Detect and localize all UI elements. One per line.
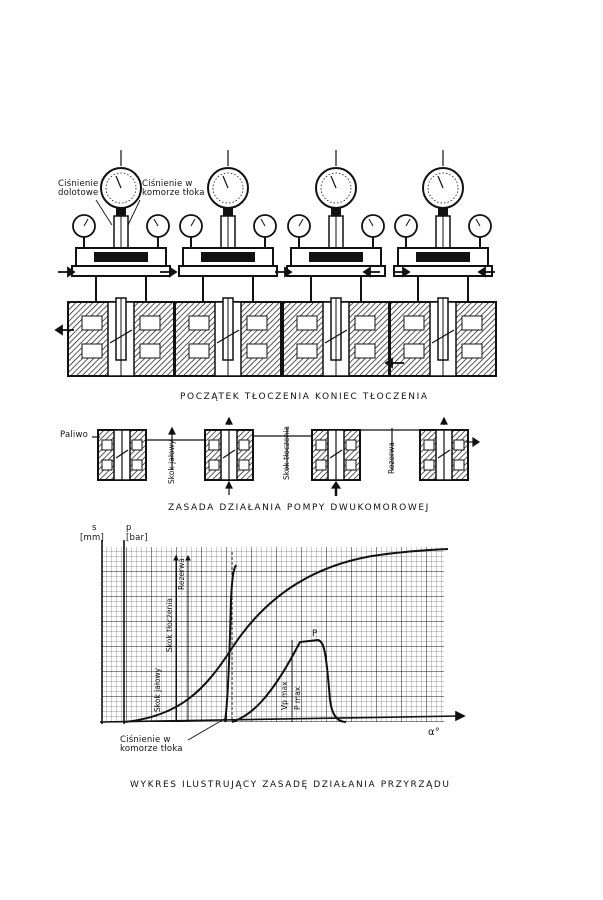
- pump-figure-4: [389, 149, 497, 377]
- chart-label-vp-max: Vp max: [280, 681, 289, 710]
- principle-cell-1: [97, 429, 147, 481]
- pressure-curve: [224, 564, 237, 723]
- label-reserve: Rezerwa: [387, 442, 396, 474]
- chart-axes: [99, 540, 466, 724]
- label-pump-stroke: Skok tłoczenia: [282, 426, 291, 480]
- principle-cell-2: [204, 429, 254, 481]
- chart-grid: [102, 547, 444, 722]
- chart-label-reserve: Rezerwa: [177, 558, 186, 590]
- principle-cell-4: [419, 429, 469, 481]
- flow-arrows-top: [54, 266, 495, 369]
- chart-label-peak: P: [312, 629, 318, 639]
- label-inlet-pressure: Ciśnienie dolotowe: [58, 179, 99, 198]
- y2-axis-unit: [bar]: [126, 533, 148, 543]
- y2-axis-label: p: [126, 523, 132, 533]
- x-axis-label: α°: [428, 727, 440, 738]
- caption-top: POCZĄTEK TŁOCZENIA KONIEC TŁOCZENIA: [180, 392, 429, 402]
- label-idle-stroke: Skok jałowy: [167, 439, 176, 484]
- annotation-leader: [187, 717, 227, 741]
- y1-axis-unit: [mm]: [80, 533, 104, 543]
- label-chamber-pressure: Ciśnienie w komorze tłoka: [142, 179, 205, 198]
- chart-label-idle-stroke: Skok jałowy: [153, 667, 162, 712]
- caption-chart: WYKRES ILUSTRUJĄCY ZASADĘ DZIAŁANIA PRZY…: [130, 780, 451, 790]
- chart-label-p-max: P max: [293, 686, 302, 710]
- chart-label-pump-stroke: Skok tłoczenia: [165, 598, 174, 652]
- y1-axis-label: s: [92, 523, 97, 533]
- chamber-pressure-curve: [231, 638, 347, 723]
- top-label-leaders: [95, 199, 141, 226]
- chart-markers: [173, 552, 293, 741]
- caption-middle: ZASADA DZIAŁANIA POMPY DWUKOMOROWEJ: [168, 503, 430, 513]
- pump-figure-3: [282, 149, 390, 377]
- principle-cell-3: [311, 429, 361, 481]
- chart-annotation-chamber-pressure: Ciśnienie w komorze tłoka: [120, 735, 183, 754]
- label-fuel: Paliwo: [60, 430, 89, 440]
- principle-lines: [92, 416, 481, 496]
